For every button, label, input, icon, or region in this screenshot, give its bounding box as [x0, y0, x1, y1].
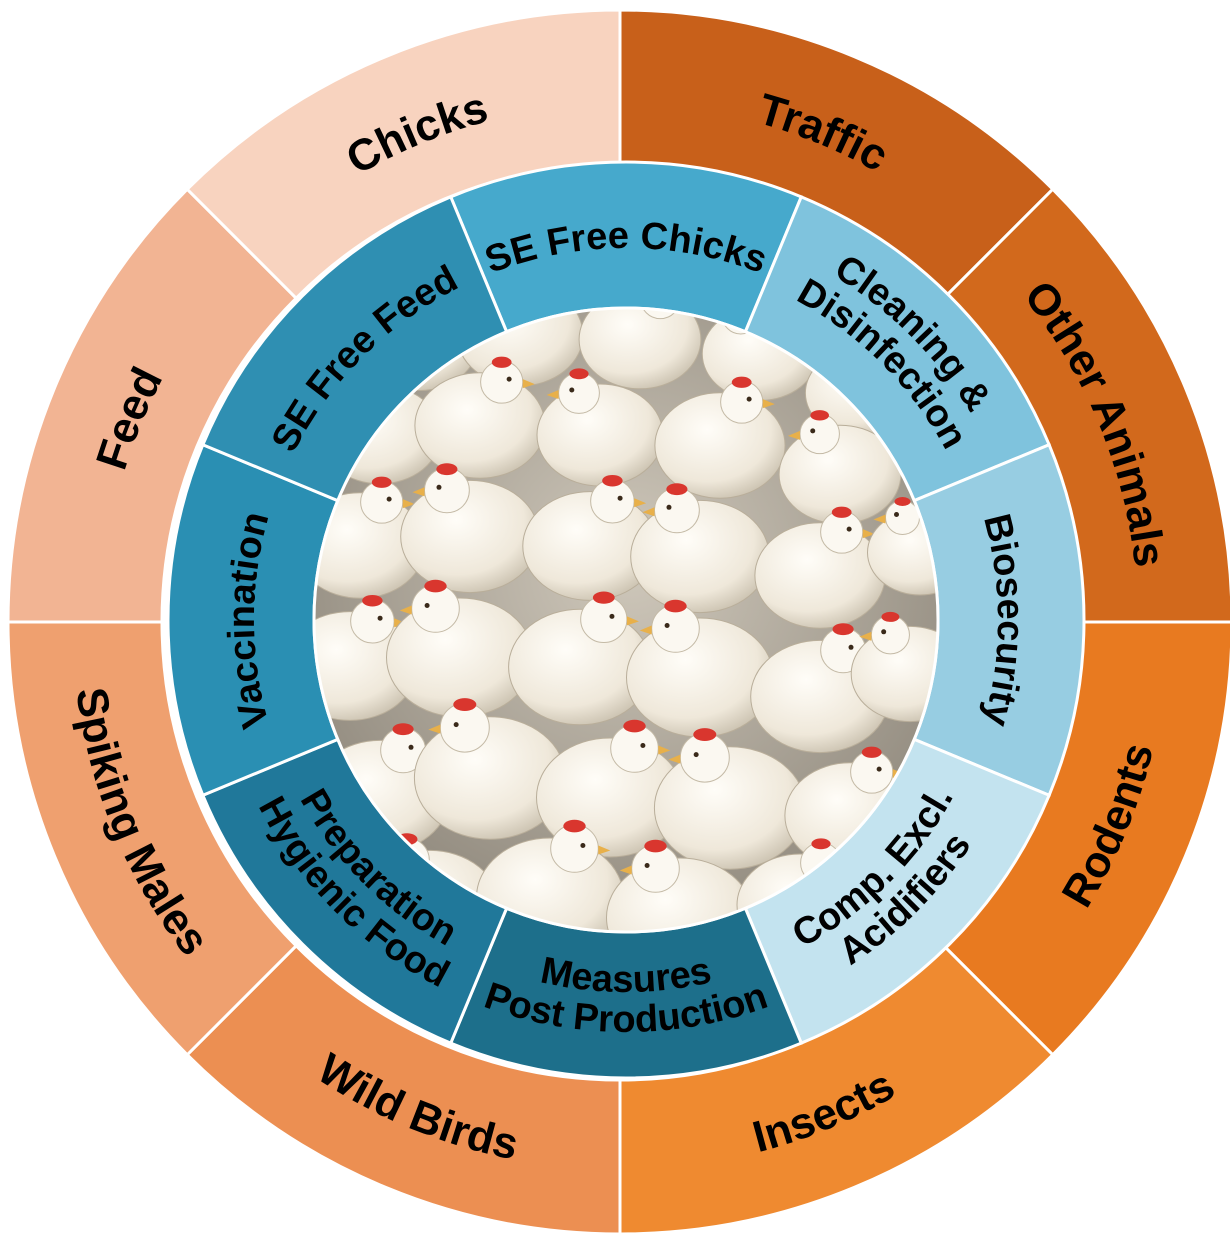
inner-segment-biosecurity — [914, 445, 1084, 796]
